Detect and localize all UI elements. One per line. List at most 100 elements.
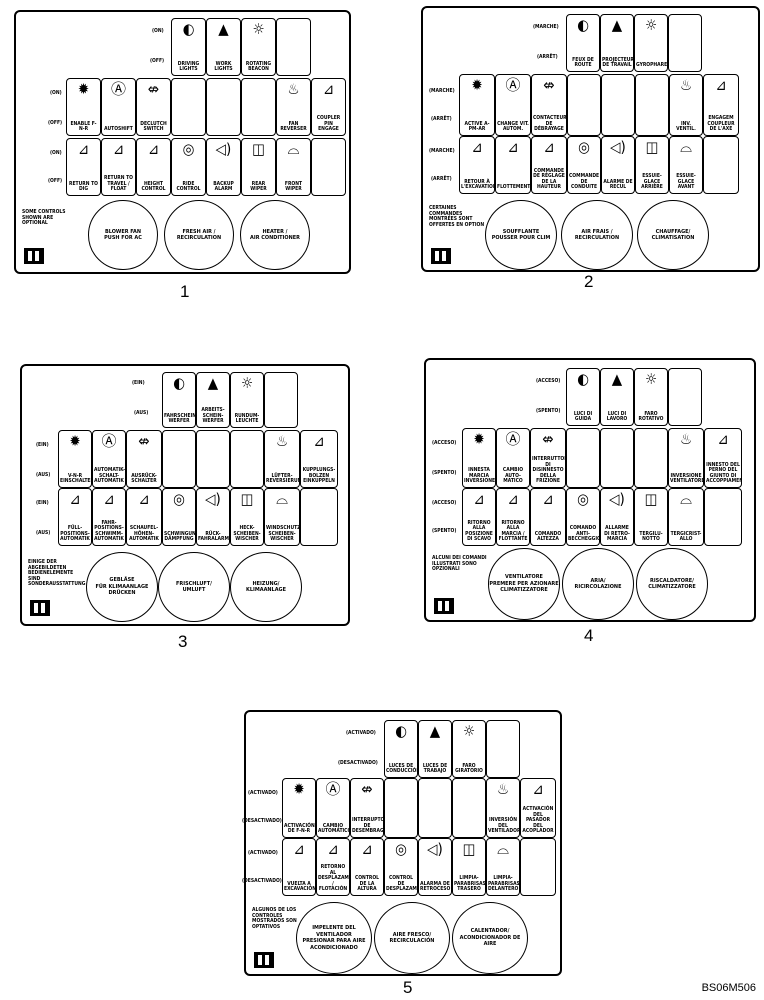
autoshift-switch[interactable]: Ⓐ CAMBIO AUTOMÁTICO: [316, 778, 350, 838]
driving-lights-switch[interactable]: ◐ FAHRSCHEIN-WERFER: [162, 372, 196, 428]
enable-fnr-switch[interactable]: ✹ ACTIVACIÓN DE F-N-R: [282, 778, 316, 838]
fan-reverser-switch[interactable]: ♨ FAN REVERSER: [276, 78, 311, 136]
rotating-beacon-switch[interactable]: ☼ ROTATING BEACON: [241, 18, 276, 76]
beacon-icon: ☼: [240, 374, 254, 392]
driving-lights-switch[interactable]: ◐ LUCI DI GUIDA: [566, 368, 600, 426]
blower-fan-control[interactable]: BLOWER FAN PUSH FOR AC: [88, 200, 158, 270]
heater-ac-control[interactable]: RISCALDATORE/ CLIMATIZZATORE: [636, 548, 708, 620]
rear-wiper-switch[interactable]: ◫ REAR WIPER: [241, 138, 276, 196]
backup-alarm-switch[interactable]: ◁) ALLARME DI RETRO-MARCIA: [600, 488, 634, 546]
height-control-switch[interactable]: ⊿ SCHAUFEL-HÖHEN-AUTOMATIK: [126, 488, 162, 546]
coupler-pin-switch[interactable]: ⊿ KUPPLUNGS-BOLZEN EINKUPPELN: [300, 430, 338, 488]
fan-reverser-switch[interactable]: ♨ INV. VENTIL.: [669, 74, 703, 136]
autoshift-switch[interactable]: Ⓐ CAMBIO AUTO-MATICO: [496, 428, 530, 488]
enable-fnr-switch[interactable]: ✹ V-N-R EINSCHALTEN: [58, 430, 92, 488]
declutch-switch[interactable]: ⇎ INTERRUTTORE DI DISINNESTO DELLA FRIZI…: [530, 428, 566, 488]
return-to-travel-float-switch[interactable]: ⊿ FLOTTEMENT: [495, 136, 531, 194]
blank-switch: [668, 368, 702, 426]
backup-alarm-switch[interactable]: ◁) ALARMA DE RETROCESO: [418, 838, 452, 896]
driving-lights-switch[interactable]: ◐ DRIVING LIGHTS: [171, 18, 206, 76]
gear-icon: ✹: [471, 76, 483, 94]
declutch-switch[interactable]: ⇎ DECLUTCH SWITCH: [136, 78, 171, 136]
enable-fnr-switch[interactable]: ✹ INNESTA MARCIA INVERSIONE: [462, 428, 496, 488]
ride-control-switch[interactable]: ◎ COMMANDE DE CONDUITE: [567, 136, 601, 194]
blower-fan-control[interactable]: GEBLÄSE FÜR KLIMAANLAGE DRÜCKEN: [86, 552, 158, 622]
height-icon: ⊿: [542, 490, 554, 508]
fan-reverser-switch[interactable]: ♨ INVERSIONE VENTILATORE: [668, 428, 704, 488]
front-wiper-icon: ⌓: [680, 138, 692, 156]
rear-wiper-switch[interactable]: ◫ HECK-SCHEIBEN-WISCHER: [230, 488, 264, 546]
return-to-travel-float-switch[interactable]: ⊿ RETURN TO TRAVEL / FLOAT: [101, 138, 136, 196]
return-to-travel-float-switch[interactable]: ⊿ FAHR-POSITIONS-SCHWIMM-AUTOMATIK: [92, 488, 126, 546]
rotating-beacon-switch[interactable]: ☼ FARO ROTATIVO: [634, 368, 668, 426]
rotating-beacon-switch[interactable]: ☼ FARO GIRATORIO: [452, 720, 486, 778]
fresh-air-control[interactable]: FRISCHLUFT/ UMLUFT: [158, 552, 230, 622]
return-to-travel-float-switch[interactable]: ⊿ RITORNO ALLA MARCIA / FLOTTANTE: [496, 488, 530, 546]
return-to-dig-switch[interactable]: ⊿ RITORNO ALLA POSIZIONE DI SCAVO: [462, 488, 496, 546]
enable-fnr-switch[interactable]: ✹ ACTIVE A-PM-AR: [459, 74, 495, 136]
blower-fan-control[interactable]: VENTILATORE PREMERE PER AZIONARE CLIMATI…: [488, 548, 560, 620]
front-wiper-switch[interactable]: ⌓ FRONT WIPER: [276, 138, 311, 196]
driving-lights-switch[interactable]: ◐ LUCES DE CONDUCCIÓN: [384, 720, 418, 778]
front-wiper-switch[interactable]: ⌓ ESSUIE-GLACE AVANT: [669, 136, 703, 194]
declutch-switch[interactable]: ⇎ CONTACTEUR DE DÉBRAYAGE: [531, 74, 567, 136]
return-to-dig-switch[interactable]: ⊿ RETURN TO DIG: [66, 138, 101, 196]
declutch-switch[interactable]: ⇎ INTERRUPTOR DE DESEMBRAGUE: [350, 778, 384, 838]
fresh-air-control[interactable]: FRESH AIR / RECIRCULATION: [164, 200, 234, 270]
height-icon: ⊿: [361, 840, 373, 858]
backup-alarm-switch[interactable]: ◁) BACKUP ALARM: [206, 138, 241, 196]
front-wiper-switch[interactable]: ⌓ TERGICRIST-ALLO: [668, 488, 704, 546]
return-to-dig-switch[interactable]: ⊿ FÜLL-POSITIONS-AUTOMATIK: [58, 488, 92, 546]
blower-fan-control[interactable]: SOUFFLANTE POUSSER POUR CLIM: [485, 200, 557, 270]
work-lights-switch[interactable]: ▲ LUCI DI LAVORO: [600, 368, 634, 426]
fan-reverser-switch[interactable]: ♨ LÜFTER-REVERSIERUNG: [264, 430, 300, 488]
work-lights-switch[interactable]: ▲ ARBEITS-SCHEIN-WERFER: [196, 372, 230, 428]
declutch-switch[interactable]: ⇎ AUSRÜCK-SCHALTER: [126, 430, 162, 488]
backup-alarm-switch[interactable]: ◁) ALARME DE RECUL: [601, 136, 635, 194]
enable-fnr-switch[interactable]: ✹ ENABLE F-N-R: [66, 78, 101, 136]
autoshift-switch[interactable]: Ⓐ AUTOSHIFT: [101, 78, 136, 136]
fresh-air-control[interactable]: AIRE FRESCO/ RECIRCULACIÓN: [374, 902, 450, 974]
fresh-air-control[interactable]: AIR FRAIS / RECIRCULATION: [561, 200, 633, 270]
front-wiper-switch[interactable]: ⌓ WINDSCHUTZ-SCHEIBEN-WISCHER: [264, 488, 300, 546]
coupler-pin-switch[interactable]: ⊿ COUPLER PIN ENGAGE: [311, 78, 346, 136]
work-lights-switch[interactable]: ▲ PROJECTEURS DE TRAVAIL: [600, 14, 634, 72]
heater-ac-control[interactable]: HEATER / AIR CONDITIONER: [240, 200, 310, 270]
work-light-icon: ▲: [207, 374, 219, 392]
autoshift-switch[interactable]: Ⓐ AUTOMATIK-SCHALT-AUTOMATIK: [92, 430, 126, 488]
rear-wiper-switch[interactable]: ◫ ESSUIE-GLACE ARRIÈRE: [635, 136, 669, 194]
return-to-dig-switch[interactable]: ⊿ RETOUR À L'EXCAVATION: [459, 136, 495, 194]
row-tab: (ARRÊT): [431, 176, 452, 182]
blower-fan-control[interactable]: IMPELENTE DEL VENTILADOR PRESIONAR PARA …: [296, 902, 372, 974]
height-control-switch[interactable]: ⊿ CONTROL DE LA ALTURA: [350, 838, 384, 896]
row-tab: (ARRÊT): [537, 54, 558, 60]
work-lights-switch[interactable]: ▲ LUCES DE TRABAJO: [418, 720, 452, 778]
coupler-pin-switch[interactable]: ⊿ INNESTO DEL PERNO DEL GIUNTO DI ACCOPP…: [704, 428, 742, 488]
heater-ac-control[interactable]: CHAUFFAGE/ CLIMATISATION: [637, 200, 709, 270]
rear-wiper-switch[interactable]: ◫ LIMPIA-PARABRISAS TRASERO: [452, 838, 486, 896]
work-lights-switch[interactable]: ▲ WORK LIGHTS: [206, 18, 241, 76]
return-to-travel-float-switch[interactable]: ⊿ RETORNO AL DESPLAZAMIENTO / FLOTACIÓN: [316, 838, 350, 896]
gear-icon: ✹: [77, 80, 90, 98]
rotating-beacon-switch[interactable]: ☼ GYROPHARE: [634, 14, 668, 72]
height-control-switch[interactable]: ⊿ HEIGHT CONTROL: [136, 138, 171, 196]
heater-ac-control[interactable]: CALENTADOR/ ACONDICIONADOR DE AIRE: [452, 902, 528, 974]
ride-control-switch[interactable]: ◎ CONTROL DE DESPLAZAMIENTO: [384, 838, 418, 896]
height-control-switch[interactable]: ⊿ COMMANDE DE RÉGLAGE DE LA HAUTEUR: [531, 136, 567, 194]
ride-control-switch[interactable]: ◎ SCHWINGUNGS-DÄMPFUNG: [162, 488, 196, 546]
fan-reverser-switch[interactable]: ♨ INVERSIÓN DEL VENTILADOR: [486, 778, 520, 838]
coupler-pin-switch[interactable]: ⊿ ENGAGEM COUPLEUR DE L'AXE: [703, 74, 739, 136]
ride-control-switch[interactable]: ◎ COMANDO ANTI-BECCHEGGIO: [566, 488, 600, 546]
rear-wiper-switch[interactable]: ◫ TERGILU-NOTTO: [634, 488, 668, 546]
ride-control-switch[interactable]: ◎ RIDE CONTROL: [171, 138, 206, 196]
fresh-air-control[interactable]: ARIA/ RICIRCOLAZIONE: [562, 548, 634, 620]
heater-ac-control[interactable]: HEIZUNG/ KLIMAANLAGE: [230, 552, 302, 622]
driving-lights-switch[interactable]: ◐ FEUX DE ROUTE: [566, 14, 600, 72]
return-to-dig-switch[interactable]: ⊿ VUELTA A EXCAVACIÓN: [282, 838, 316, 896]
rotating-beacon-switch[interactable]: ☼ RUNDUM-LEUCHTE: [230, 372, 264, 428]
front-wiper-switch[interactable]: ⌓ LIMPIA-PARABRISAS DELANTERO: [486, 838, 520, 896]
backup-alarm-switch[interactable]: ◁) RÜCK-FAHRALARM: [196, 488, 230, 546]
height-control-switch[interactable]: ⊿ COMANDO ALTEZZA: [530, 488, 566, 546]
coupler-pin-switch[interactable]: ⊿ ACTIVACIÓN DEL PASADOR DEL ACOPLADOR: [520, 778, 556, 838]
autoshift-switch[interactable]: Ⓐ CHANGE VIT. AUTOM.: [495, 74, 531, 136]
